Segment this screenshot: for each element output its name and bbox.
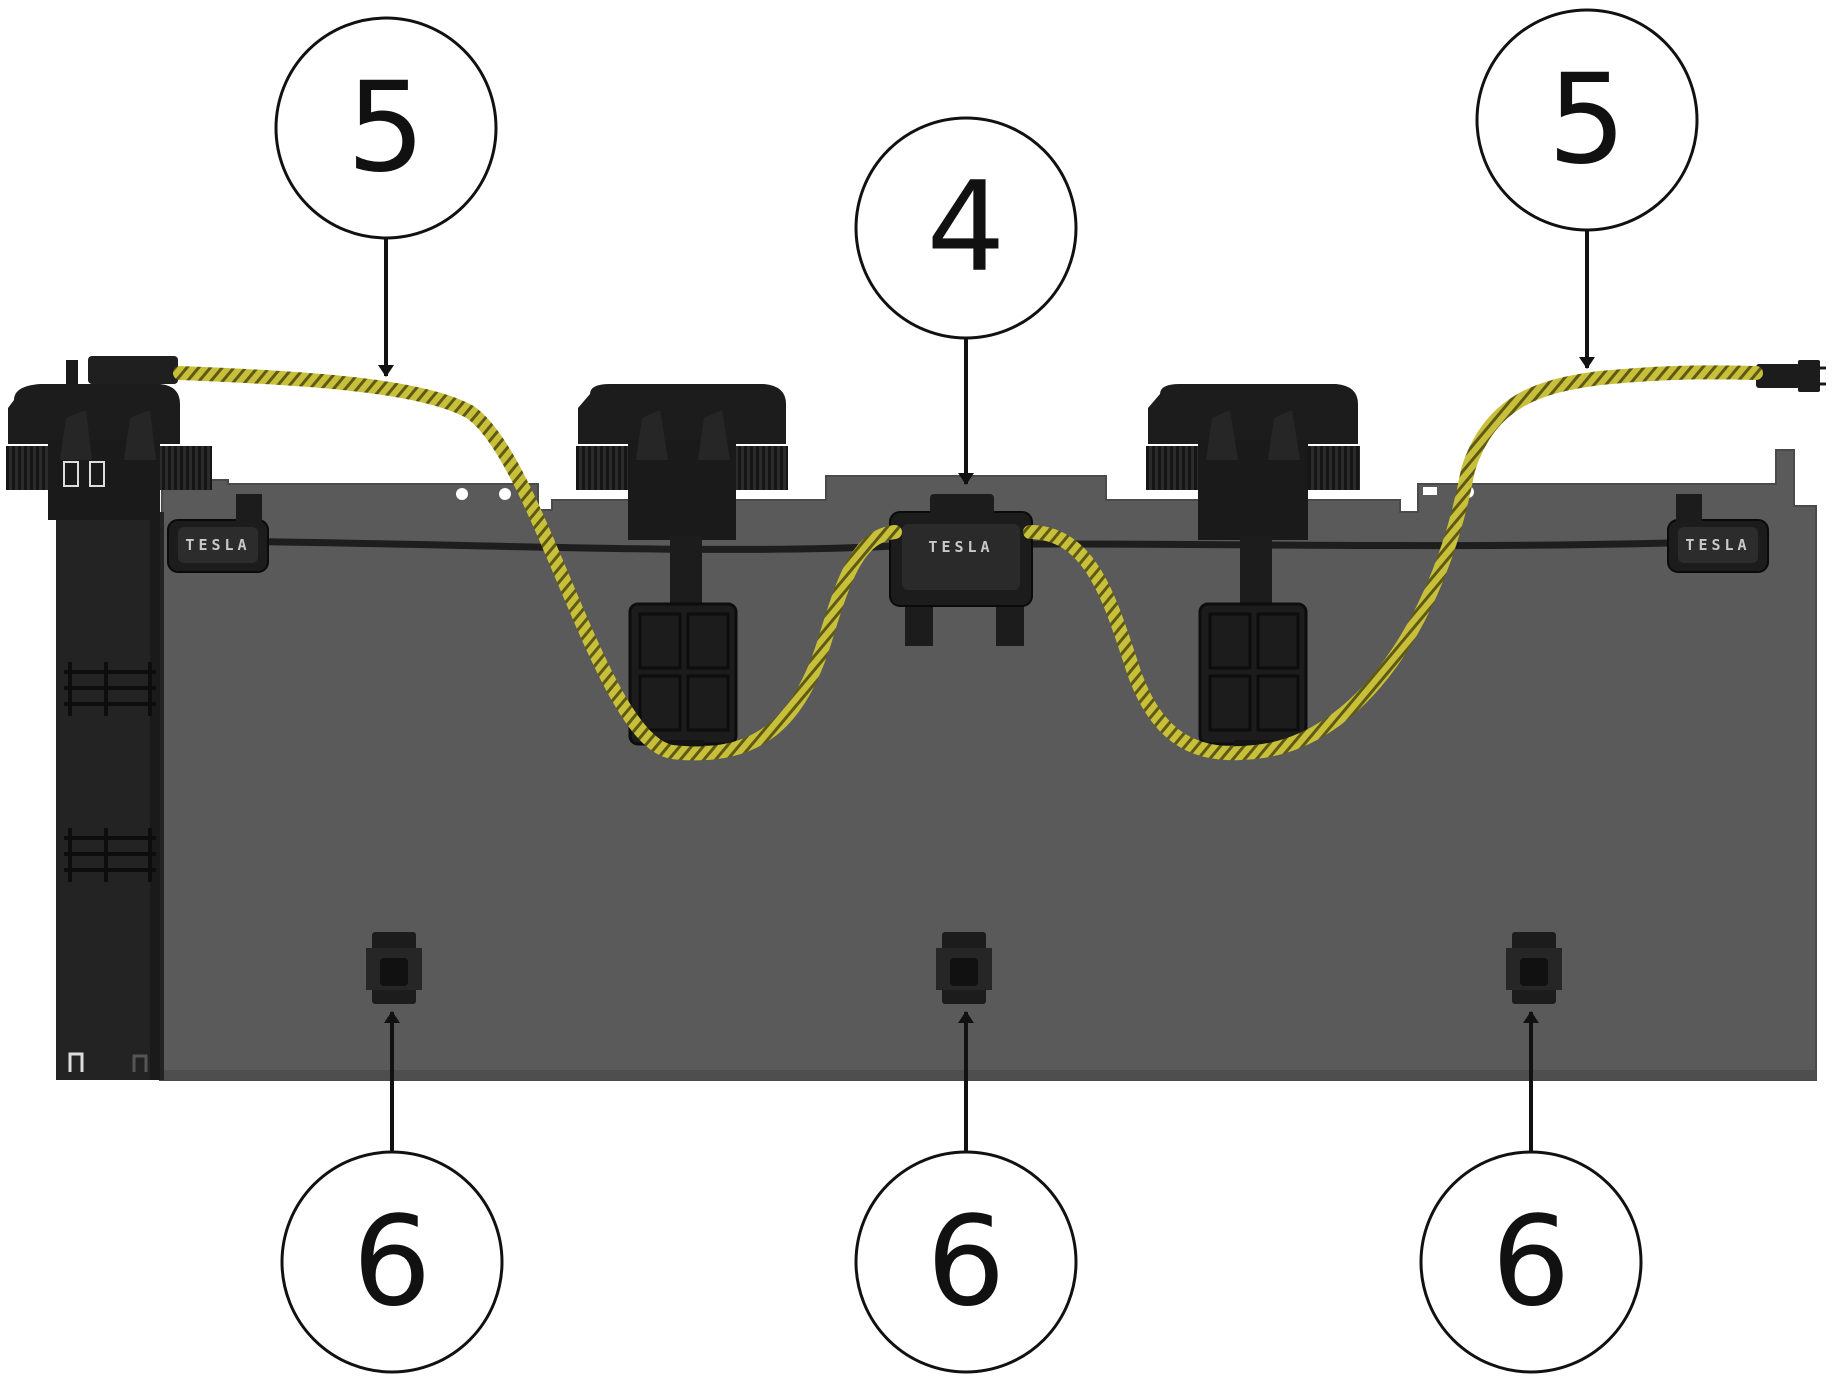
left-connector-brand: TESLA <box>185 536 250 554</box>
cable-clip-left <box>366 932 422 1004</box>
left-mounting-bracket <box>6 356 212 520</box>
callout-label: 5 <box>1548 48 1627 192</box>
callout-label: 5 <box>347 56 426 200</box>
middle-right-mounting-bracket <box>1146 384 1360 756</box>
cable-clip-center <box>936 932 992 1004</box>
mounting-hole <box>456 488 468 500</box>
callout-cable-right: 5 <box>1475 8 1699 232</box>
central-junction-box: TESLA <box>889 494 1033 646</box>
left-mounting-rail <box>56 512 164 1080</box>
callout-clip-center: 6 <box>854 1150 1078 1374</box>
callout-label: 6 <box>353 1190 432 1334</box>
mounting-hole <box>499 488 511 500</box>
yellow-cable-right <box>1023 365 1763 761</box>
right-inline-connector: TESLA <box>1667 494 1769 573</box>
left-inline-connector: TESLA <box>167 494 269 573</box>
panel-bottom-edge <box>160 1070 1816 1080</box>
callout-cable-left: 5 <box>274 16 498 240</box>
yellow-cable-left <box>173 366 902 761</box>
callout-clip-left: 6 <box>280 1150 504 1374</box>
rail-bracket-upper <box>64 662 156 716</box>
callout-junction-box: 4 <box>854 116 1078 340</box>
middle-left-mounting-bracket <box>576 384 788 756</box>
callout-label: 6 <box>927 1190 1006 1334</box>
right-connector-brand: TESLA <box>1685 536 1750 554</box>
callout-clip-right: 6 <box>1419 1150 1643 1374</box>
cable-clip-right <box>1506 932 1562 1004</box>
callout-label: 4 <box>927 156 1006 300</box>
rail-bracket-lower <box>64 828 156 882</box>
right-end-plug <box>1756 360 1826 392</box>
callout-label: 6 <box>1492 1190 1571 1334</box>
junction-box-brand: TESLA <box>928 538 993 556</box>
mounting-slot <box>1423 487 1437 495</box>
